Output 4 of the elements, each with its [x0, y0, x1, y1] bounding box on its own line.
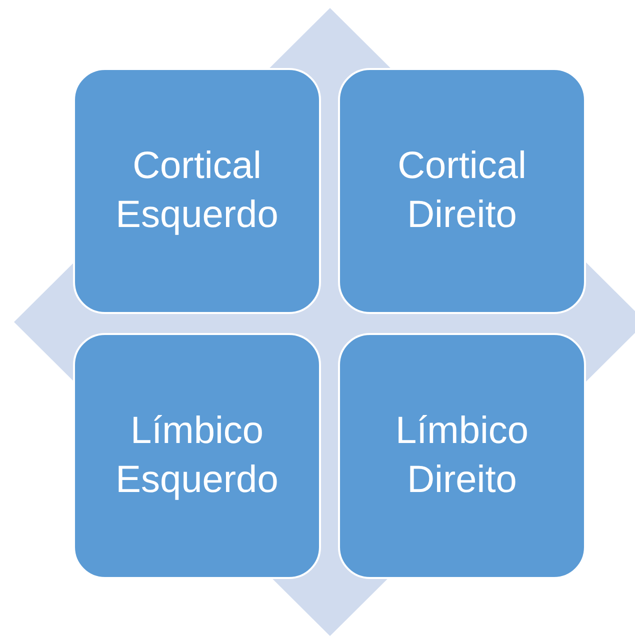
box-label: Cortical Esquerdo: [114, 144, 280, 238]
box-label: Límbico Esquerdo: [114, 408, 280, 503]
box-label: Cortical Direito: [396, 144, 528, 238]
box-label: Límbico Direito: [394, 408, 530, 503]
